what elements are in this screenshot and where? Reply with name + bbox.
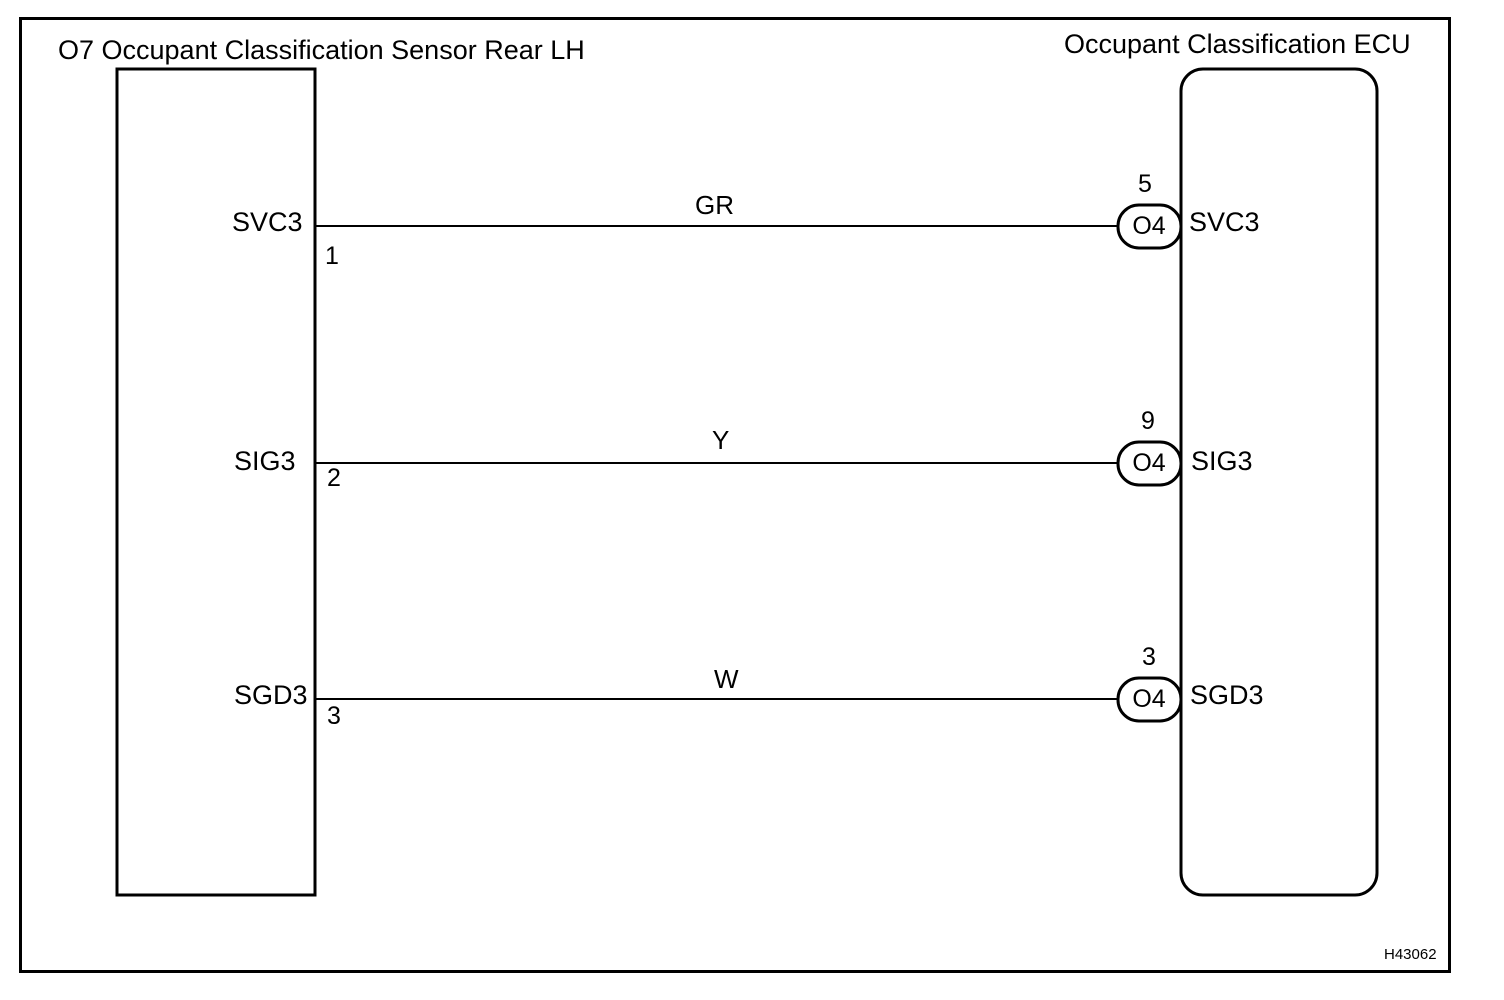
figure-id: H43062 — [1384, 946, 1437, 963]
ecu-title: Occupant Classification ECU — [1064, 29, 1411, 59]
connector-oval-svc3 — [1116, 203, 1183, 250]
connector-label-svc3: O4 — [1132, 212, 1166, 240]
sensor-pin-number-2: 2 — [327, 464, 341, 492]
connector-label-sig3: O4 — [1132, 449, 1166, 477]
sensor-title: O7 Occupant Classification Sensor Rear L… — [58, 35, 585, 65]
sensor-pin-name-sgd3: SGD3 — [234, 680, 308, 710]
ecu-pin-name-sig3: SIG3 — [1191, 446, 1253, 476]
ecu-pin-name-svc3: SVC3 — [1189, 207, 1260, 237]
wire-color-gr: GR — [695, 190, 734, 220]
sensor-pin-name-sig3: SIG3 — [234, 446, 296, 476]
sensor-pin-number-1: 1 — [325, 242, 339, 270]
ecu-pin-number-9: 9 — [1141, 407, 1155, 435]
sensor-box — [115, 67, 317, 897]
connector-oval-sgd3 — [1116, 676, 1183, 723]
ecu-pin-number-3: 3 — [1142, 643, 1156, 671]
sensor-pin-name-svc3: SVC3 — [232, 207, 303, 237]
ecu-box — [1179, 67, 1379, 897]
diagram-frame — [19, 17, 1451, 973]
wire-color-y: Y — [712, 425, 730, 455]
ecu-pin-name-sgd3: SGD3 — [1190, 680, 1264, 710]
wire-color-w: W — [714, 664, 739, 694]
connector-label-sgd3: O4 — [1132, 685, 1166, 713]
ecu-pin-number-5: 5 — [1138, 170, 1152, 198]
connector-oval-sig3 — [1116, 440, 1183, 487]
sensor-pin-number-3: 3 — [327, 702, 341, 730]
